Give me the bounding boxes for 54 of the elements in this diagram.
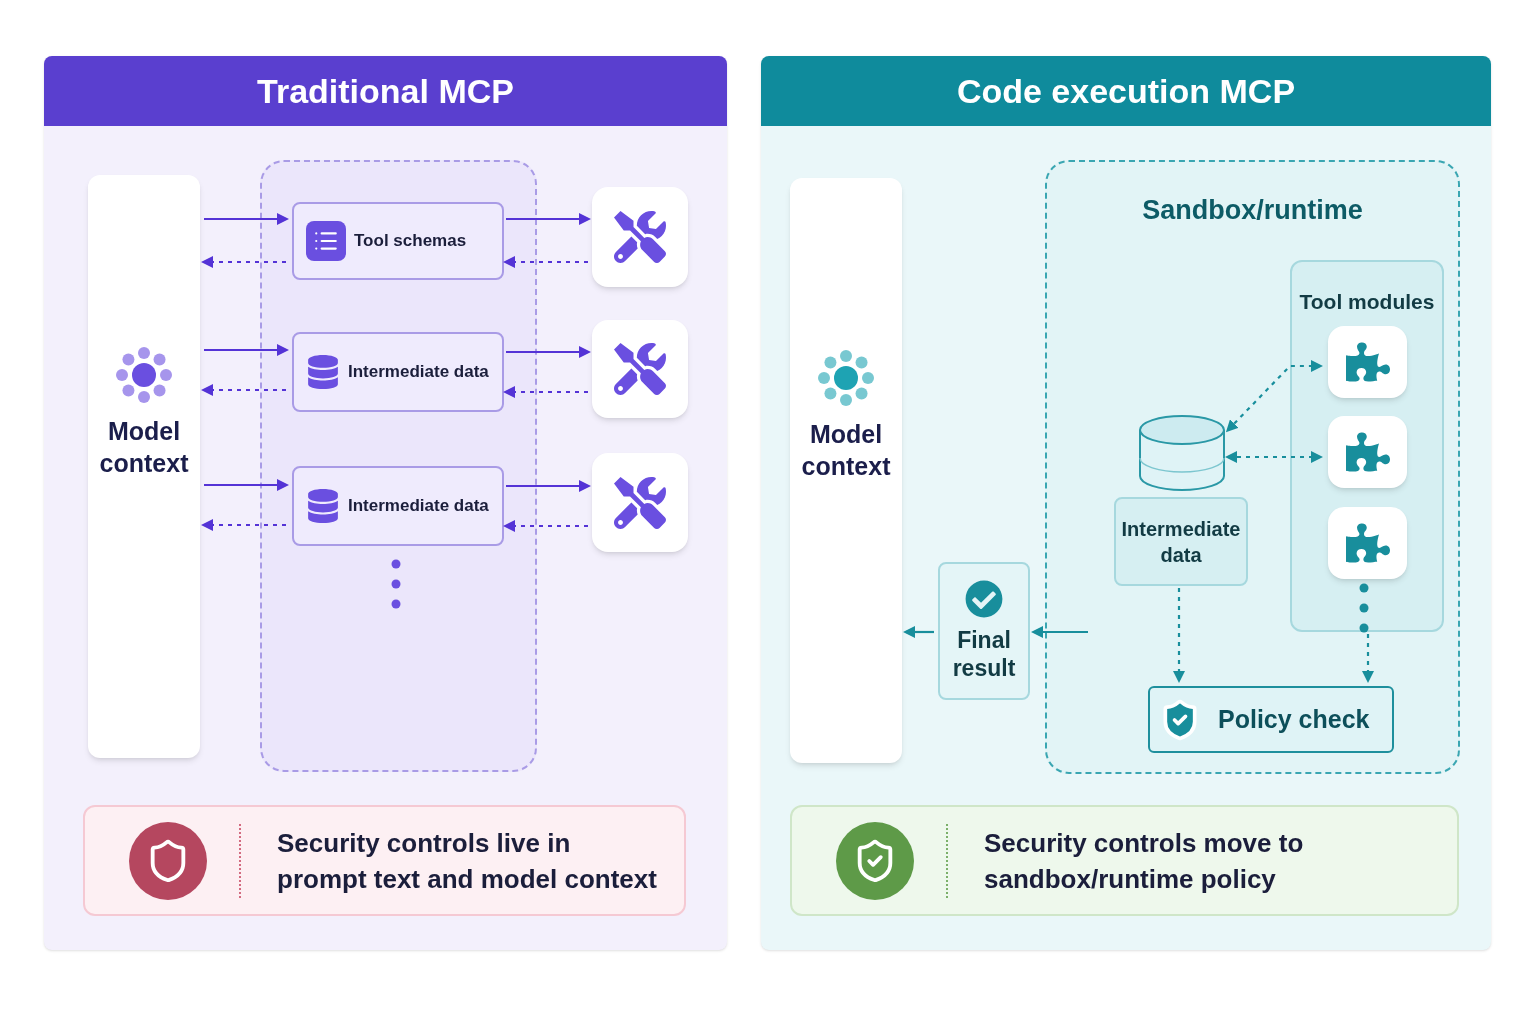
note-box [790, 805, 1459, 916]
process-box [292, 466, 504, 546]
model-context-card [790, 178, 902, 763]
arrow [1173, 588, 1185, 683]
arrow [506, 480, 591, 492]
panel [761, 56, 1491, 950]
tool-tile [592, 453, 688, 552]
policy-box [1148, 686, 1394, 753]
arrow [503, 520, 588, 532]
arrow [1225, 360, 1323, 433]
tool-tile [592, 187, 688, 287]
result-box [938, 562, 1030, 700]
arrow [204, 213, 289, 225]
header-band: Code execution MCP [761, 56, 1491, 126]
arrow [204, 479, 289, 491]
card-label: Model context [800, 419, 892, 482]
note-text: Security controls live in prompt text and model context [277, 826, 657, 896]
sandbox-region [1045, 160, 1460, 774]
arrow [1362, 634, 1374, 683]
arrow [1225, 451, 1323, 463]
arrow [503, 256, 588, 268]
box-label: Final result [951, 626, 1017, 682]
arrow [204, 344, 289, 356]
process-box [292, 202, 504, 280]
note-box [83, 805, 686, 916]
tool-tile [1328, 507, 1407, 579]
arrow [201, 256, 286, 268]
database-cylinder [1138, 414, 1226, 494]
card-label: Model context [98, 416, 190, 479]
arrow [506, 213, 591, 225]
box-label: Intermediate data [1121, 516, 1241, 568]
tool-tile [1328, 416, 1407, 488]
box-label: Intermediate data [348, 361, 489, 384]
module-group [1290, 260, 1444, 632]
dashed-region [260, 160, 537, 772]
arrow [903, 626, 934, 638]
region-heading: Sandbox/runtime [1142, 195, 1363, 225]
box-label: Intermediate data [348, 495, 489, 518]
arrow [506, 346, 591, 358]
tool-tile [1328, 326, 1407, 398]
note-text: Security controls move to sandbox/runtime policy [984, 826, 1305, 896]
tool-tile [592, 320, 688, 418]
process-box [1114, 497, 1248, 586]
model-context-card [88, 175, 200, 758]
panel [44, 56, 727, 950]
box-label: Policy check [1218, 703, 1370, 735]
arrow [201, 384, 286, 396]
process-box [292, 332, 504, 412]
group-heading: Tool modules [1299, 290, 1435, 313]
arrow [201, 519, 286, 531]
arrow [503, 386, 588, 398]
header-band: Traditional MCP [44, 56, 727, 126]
box-label: Tool schemas [354, 230, 467, 253]
arrow [1031, 626, 1088, 638]
